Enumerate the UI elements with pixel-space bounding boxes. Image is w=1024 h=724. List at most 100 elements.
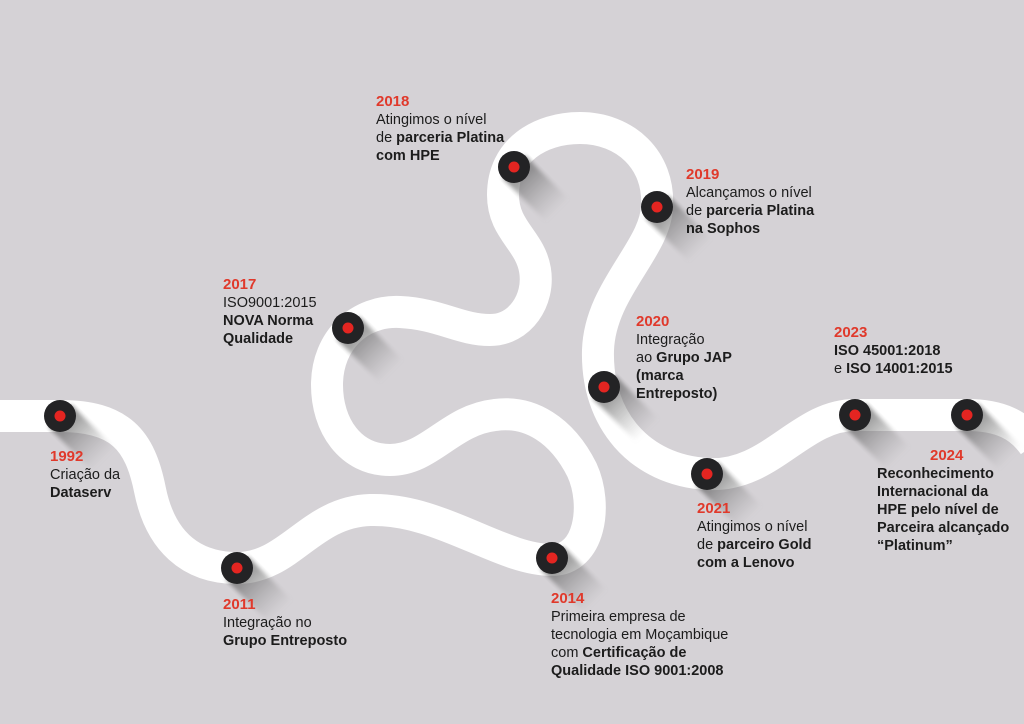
milestone-text-bold: Internacional da [877, 484, 989, 500]
milestone-text-bold: Certificação de [582, 645, 687, 661]
milestone-text-bold: Grupo Entreposto [223, 633, 348, 649]
milestone-text: e [834, 361, 847, 377]
milestone-text-bold: Parceira alcançado [877, 520, 1010, 536]
milestone-text: Primeira empresa de [551, 609, 686, 625]
milestone-line: com HPE [376, 147, 504, 165]
milestone-text-bold: ISO 45001:2018 [834, 343, 941, 359]
milestone-year: 2024 [930, 447, 964, 464]
milestone-line: Qualidade [223, 330, 317, 348]
milestone-line: Grupo Entreposto [223, 632, 347, 650]
milestone-text: Integração no [223, 615, 312, 631]
milestone-line: de parceria Platina [376, 129, 504, 147]
milestone-line: Atingimos o nível [376, 111, 504, 129]
milestone-year: 1992 [50, 448, 84, 465]
timeline-pin-2014 [536, 542, 608, 614]
milestone-text-bold: Dataserv [50, 485, 112, 501]
milestone-text: Atingimos o nível [697, 519, 808, 535]
milestone-text-bold: ISO 14001:2015 [846, 361, 953, 377]
milestone-line: “Platinum” [877, 537, 1009, 555]
milestone-year: 2020 [636, 313, 670, 330]
milestone-text: de [686, 203, 707, 219]
milestone-year: 2014 [551, 590, 585, 607]
milestone-line: ao Grupo JAP [636, 349, 732, 367]
milestone-year: 2023 [834, 324, 868, 341]
pin-dot [546, 552, 558, 564]
milestone-text-bold: parceria Platina [396, 130, 505, 146]
milestone-line: Criação da [50, 466, 120, 484]
milestone-text-bold: parceiro Gold [717, 537, 812, 553]
milestone-line: Alcançamos o nível [686, 184, 814, 202]
milestone-text: de [376, 130, 397, 146]
milestone-text-bold: com a Lenovo [697, 555, 795, 571]
milestone-line: na Sophos [686, 220, 814, 238]
timeline-pin-2023 [839, 399, 911, 471]
milestone-line: com Certificação de [551, 644, 728, 662]
milestone-text-bold: Grupo JAP [656, 350, 732, 366]
milestone-line: (marca [636, 367, 732, 385]
milestone-text-bold: (marca [636, 368, 684, 384]
pin-dot [342, 322, 354, 334]
pin-dot [701, 468, 713, 480]
milestone-text: ao [636, 350, 657, 366]
milestone-line: Entreposto) [636, 385, 732, 403]
milestone-text: tecnologia em Moçambique [551, 627, 729, 643]
milestone-line: NOVA Norma [223, 312, 317, 330]
timeline-pin-2021 [691, 458, 763, 530]
pin-dot [54, 410, 66, 422]
milestone-line: Dataserv [50, 484, 120, 502]
pin-dot [961, 409, 973, 421]
timeline-pin-2019 [641, 191, 713, 263]
milestone-year: 2018 [376, 93, 410, 110]
timeline-pin-2017 [332, 312, 404, 384]
milestone-line: Internacional da [877, 483, 1009, 501]
milestone-text-bold: na Sophos [686, 221, 761, 237]
milestone-text-bold: HPE pelo nível de [877, 502, 999, 518]
milestone-line: HPE pelo nível de [877, 501, 1009, 519]
pin-dot [651, 201, 663, 213]
milestone-year: 2019 [686, 166, 720, 183]
milestone-line: de parceria Platina [686, 202, 814, 220]
milestone-text-bold: NOVA Norma [223, 313, 314, 329]
milestone-line: tecnologia em Moçambique [551, 626, 728, 644]
milestone-line: Reconhecimento [877, 465, 1009, 483]
milestone-year: 2021 [697, 500, 731, 517]
milestone-line: ISO9001:2015 [223, 294, 317, 312]
milestone-text: de [697, 537, 718, 553]
timeline-pin-1992 [44, 400, 116, 472]
milestone-text-bold: Qualidade ISO 9001:2008 [551, 663, 724, 679]
milestone-line: ISO 45001:2018 [834, 342, 953, 360]
timeline-pin-2020 [588, 371, 660, 443]
milestone-line: Qualidade ISO 9001:2008 [551, 662, 728, 680]
milestone-text: Integração [636, 332, 705, 348]
milestone-text-bold: com HPE [376, 148, 440, 164]
milestone-line: Integração no [223, 614, 347, 632]
milestone-year: 2017 [223, 276, 257, 293]
pin-dot [849, 409, 861, 421]
milestone-text: Atingimos o nível [376, 112, 487, 128]
milestone-text: ISO9001:2015 [223, 295, 317, 311]
milestone-line: com a Lenovo [697, 554, 811, 572]
milestone-text-bold: Entreposto) [636, 386, 718, 402]
milestone-line: e ISO 14001:2015 [834, 360, 953, 378]
pin-dot [231, 562, 243, 574]
milestone-text: Criação da [50, 467, 121, 483]
timeline-pin-2011 [221, 552, 293, 624]
milestone-line: de parceiro Gold [697, 536, 811, 554]
pin-dot [508, 161, 520, 173]
milestone-text-bold: Qualidade [223, 331, 294, 347]
milestone-text: Alcançamos o nível [686, 185, 812, 201]
milestone-text: com [551, 645, 583, 661]
timeline-pin-2024 [951, 399, 1023, 471]
milestone-year: 2011 [223, 596, 256, 613]
